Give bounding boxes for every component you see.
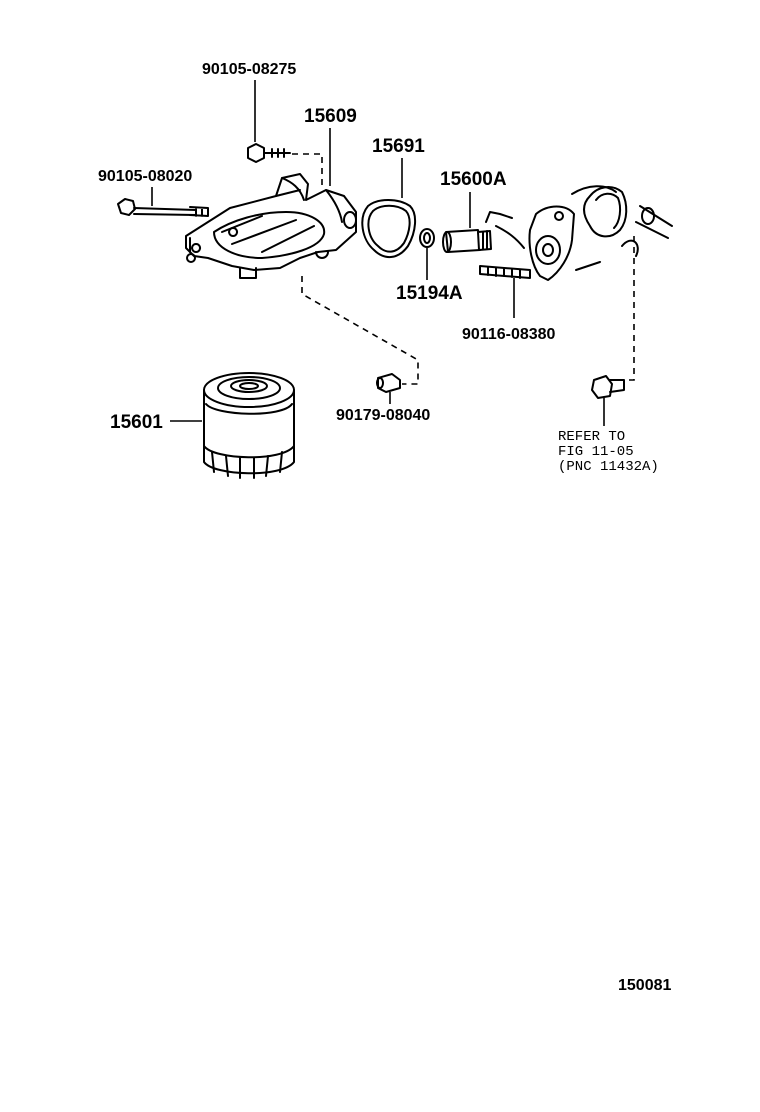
label-90116-08380[interactable]: 90116-08380	[462, 326, 556, 343]
bolt-icon[interactable]	[376, 373, 401, 393]
refer-note-line1: REFER TO	[558, 429, 625, 445]
dash-pump-plug	[620, 236, 635, 381]
label-15691[interactable]: 15691	[372, 136, 425, 157]
relief-valve-icon[interactable]	[442, 229, 492, 253]
figure-number: 150081	[618, 977, 671, 994]
label-90105-08275[interactable]: 90105-08275	[202, 61, 296, 78]
label-15609[interactable]: 15609	[304, 106, 357, 127]
bolt-icon[interactable]	[117, 198, 209, 217]
label-15194a[interactable]: 15194A	[396, 283, 463, 304]
plug-icon[interactable]	[591, 375, 625, 399]
oil-pump-cover-icon	[485, 185, 673, 281]
label-90179-08040[interactable]: 90179-08040	[336, 407, 430, 424]
o-ring-icon[interactable]	[419, 228, 435, 248]
stud-icon[interactable]	[479, 265, 531, 279]
label-90105-08020[interactable]: 90105-08020	[98, 168, 192, 185]
bolt-icon[interactable]	[247, 143, 291, 163]
gasket-icon[interactable]	[361, 199, 416, 258]
dash-bracket-plug	[301, 276, 419, 385]
filter-bracket-icon[interactable]	[185, 173, 357, 279]
refer-note-line3: (PNC 11432A)	[558, 459, 659, 475]
oil-filter-icon[interactable]	[203, 372, 295, 479]
label-15600a[interactable]: 15600A	[440, 169, 507, 190]
refer-note-line2: FIG 11-05	[558, 444, 634, 460]
label-15601[interactable]: 15601	[110, 412, 163, 433]
